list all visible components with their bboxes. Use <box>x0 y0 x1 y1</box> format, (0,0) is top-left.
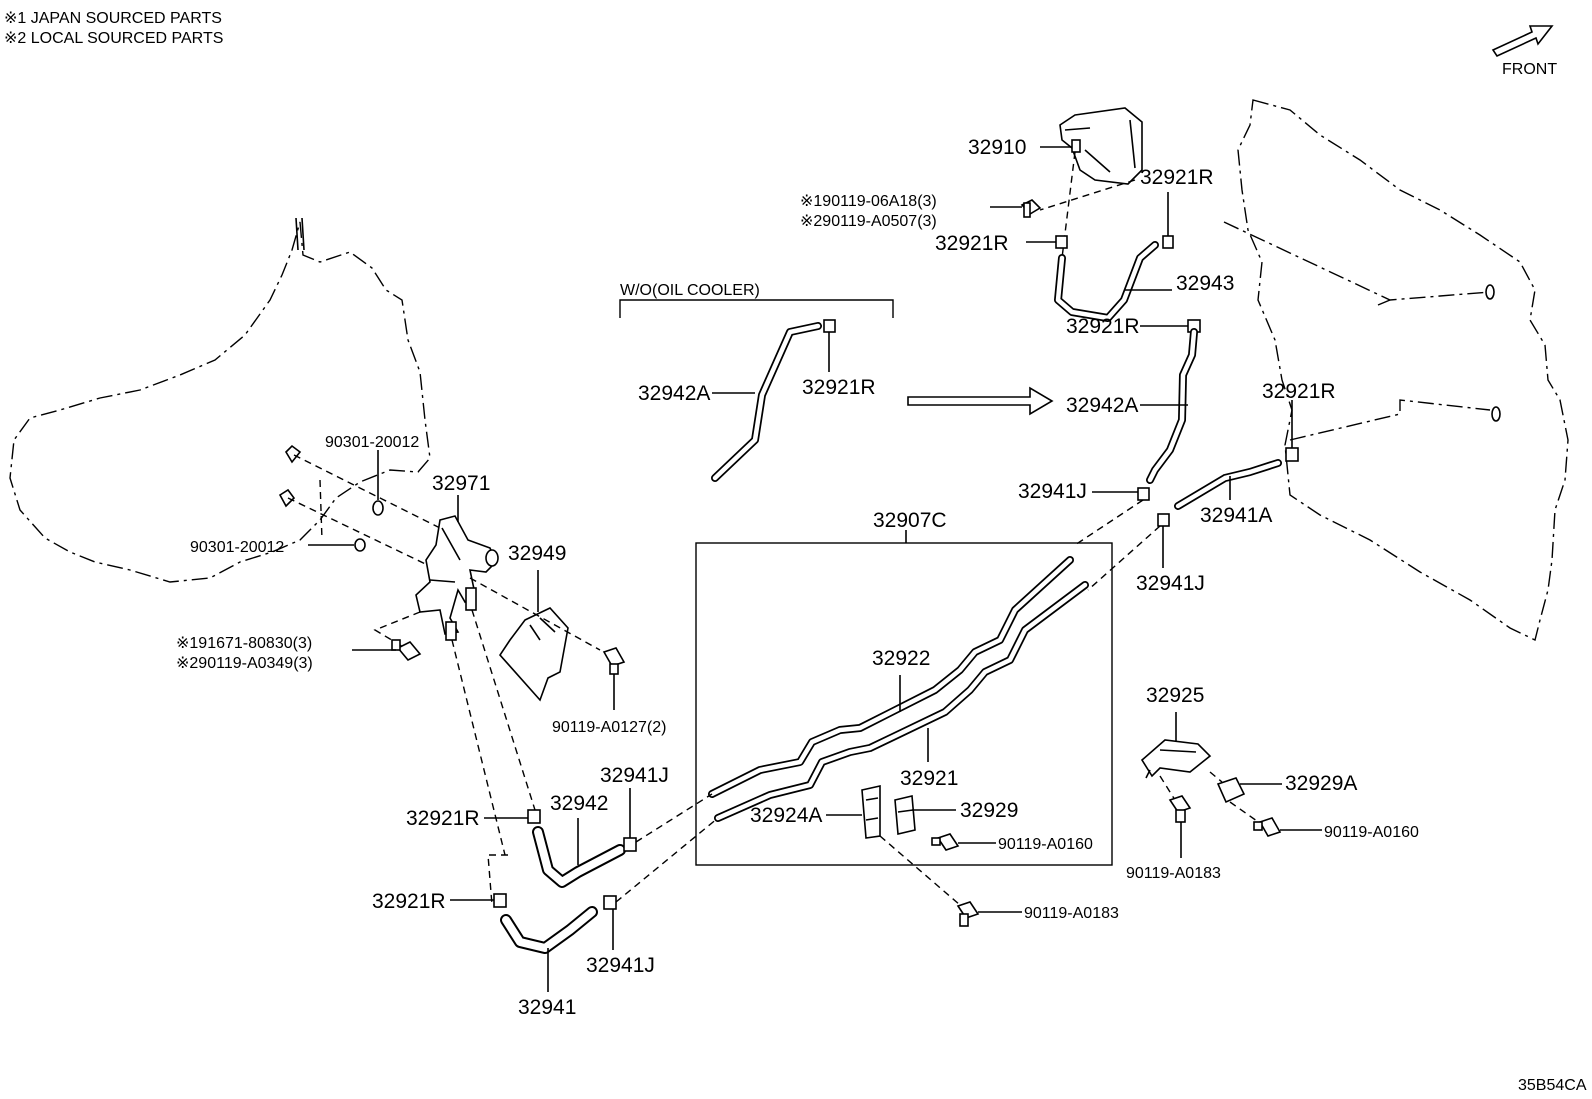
part-label-90119-A0507: ※290119-A0507(3) <box>800 213 937 230</box>
part-label-32941J-d: 32941J <box>586 954 655 977</box>
part-label-32925: 32925 <box>1146 684 1204 707</box>
clamp-icon <box>1137 487 1150 501</box>
part-label-32922: 32922 <box>872 647 930 670</box>
part-label-90119-A0183-a: 90119-A0183 <box>1126 865 1221 882</box>
valve-32971 <box>415 515 499 641</box>
part-label-32942A-right: 32942A <box>1066 394 1138 417</box>
part-label-90119-A0127: 90119-A0127(2) <box>552 719 666 736</box>
part-label-32949: 32949 <box>508 542 566 565</box>
part-label-32921R-right: 32921R <box>1262 380 1336 403</box>
hose-32941 <box>500 906 598 954</box>
part-label-32921R-wo: 32921R <box>802 376 876 399</box>
bolt-icon <box>602 647 626 675</box>
replace-arrow-icon <box>907 386 1054 416</box>
clamp-icon <box>1055 235 1068 249</box>
clamp-icon <box>623 837 637 852</box>
bracket-32949 <box>498 607 569 702</box>
hose-32943 <box>1054 241 1159 322</box>
clamp-32929 <box>894 795 916 835</box>
bolt-icon <box>1020 199 1042 218</box>
part-label-32941A: 32941A <box>1200 504 1272 527</box>
hose-32942 <box>532 826 626 888</box>
clamp-icon <box>1157 513 1170 527</box>
part-label-32943: 32943 <box>1176 272 1234 295</box>
part-label-32921R-b: 32921R <box>1066 315 1140 338</box>
clamp-icon <box>493 893 507 908</box>
part-label-90119-A0160-a: 90119-A0160 <box>998 836 1093 853</box>
bracket-32925 <box>1140 739 1212 779</box>
bolt-icon <box>1253 817 1282 837</box>
part-label-32971: 32971 <box>432 472 490 495</box>
part-label-32921R-a: 32921R <box>935 232 1009 255</box>
bolt-icon <box>931 833 960 851</box>
part-label-32942A-left: 32942A <box>638 382 710 405</box>
pipe-32942A-alt <box>711 322 822 482</box>
part-label-32941J-a: 32941J <box>1018 480 1087 503</box>
part-label-32921R-d: 32921R <box>372 890 446 913</box>
clamp-icon <box>823 319 836 333</box>
clamp-32929A <box>1216 777 1246 804</box>
part-label-32921R-top: 32921R <box>1140 166 1214 189</box>
clamp-icon <box>527 809 541 824</box>
part-label-32941J-c: 32941J <box>600 764 669 787</box>
front-arrow-icon <box>1491 25 1554 58</box>
note-local-sourced: ※2 LOCAL SOURCED PARTS <box>4 30 223 47</box>
engine-outline <box>1223 99 1569 642</box>
part-label-32941J-b: 32941J <box>1136 572 1205 595</box>
pipe-32922 <box>708 556 1074 798</box>
part-label-90119-A0160-b: 90119-A0160 <box>1324 824 1419 841</box>
part-label-32907C: 32907C <box>873 509 947 532</box>
part-label-90119-A0183-b: 90119-A0183 <box>1024 905 1119 922</box>
o-ring-icon <box>278 444 384 552</box>
note-japan-sourced: ※1 JAPAN SOURCED PARTS <box>4 10 222 27</box>
bolt-icon <box>956 901 980 927</box>
part-label-91671-80830: ※191671-80830(3) <box>176 635 312 652</box>
diagram-code: 35B54CA <box>1518 1077 1587 1094</box>
part-label-32929: 32929 <box>960 799 1018 822</box>
part-label-90119-06A18: ※190119-06A18(3) <box>800 193 937 210</box>
part-label-32910: 32910 <box>968 136 1026 159</box>
part-label-32924A: 32924A <box>750 804 822 827</box>
pipe-32942A <box>1146 328 1198 484</box>
pipe-32941A <box>1174 459 1282 510</box>
part-label-32929A: 32929A <box>1285 772 1357 795</box>
part-label-32941: 32941 <box>518 996 576 1019</box>
part-label-90119-A0349: ※290119-A0349(3) <box>176 655 313 672</box>
clamp-icon <box>1162 235 1174 249</box>
clamp-icon <box>1285 447 1299 462</box>
transmission-outline <box>9 217 431 583</box>
front-label: FRONT <box>1502 61 1557 78</box>
part-label-32921: 32921 <box>900 767 958 790</box>
bolt-icon <box>391 639 422 661</box>
reservoir-tank <box>1039 107 1143 259</box>
group-label-wo-oil-cooler: W/O(OIL COOLER) <box>620 282 760 299</box>
part-label-32942: 32942 <box>550 792 608 815</box>
bolt-icon <box>1168 795 1192 823</box>
part-label-90301-20012-a: 90301-20012 <box>325 434 419 451</box>
bracket-32924A <box>861 785 881 839</box>
part-label-90301-20012-b: 90301-20012 <box>190 539 284 556</box>
pipe-32921 <box>714 581 1089 822</box>
clamp-icon <box>603 895 617 910</box>
assembly-box-32907C <box>695 542 1113 866</box>
part-label-32921R-c: 32921R <box>406 807 480 830</box>
